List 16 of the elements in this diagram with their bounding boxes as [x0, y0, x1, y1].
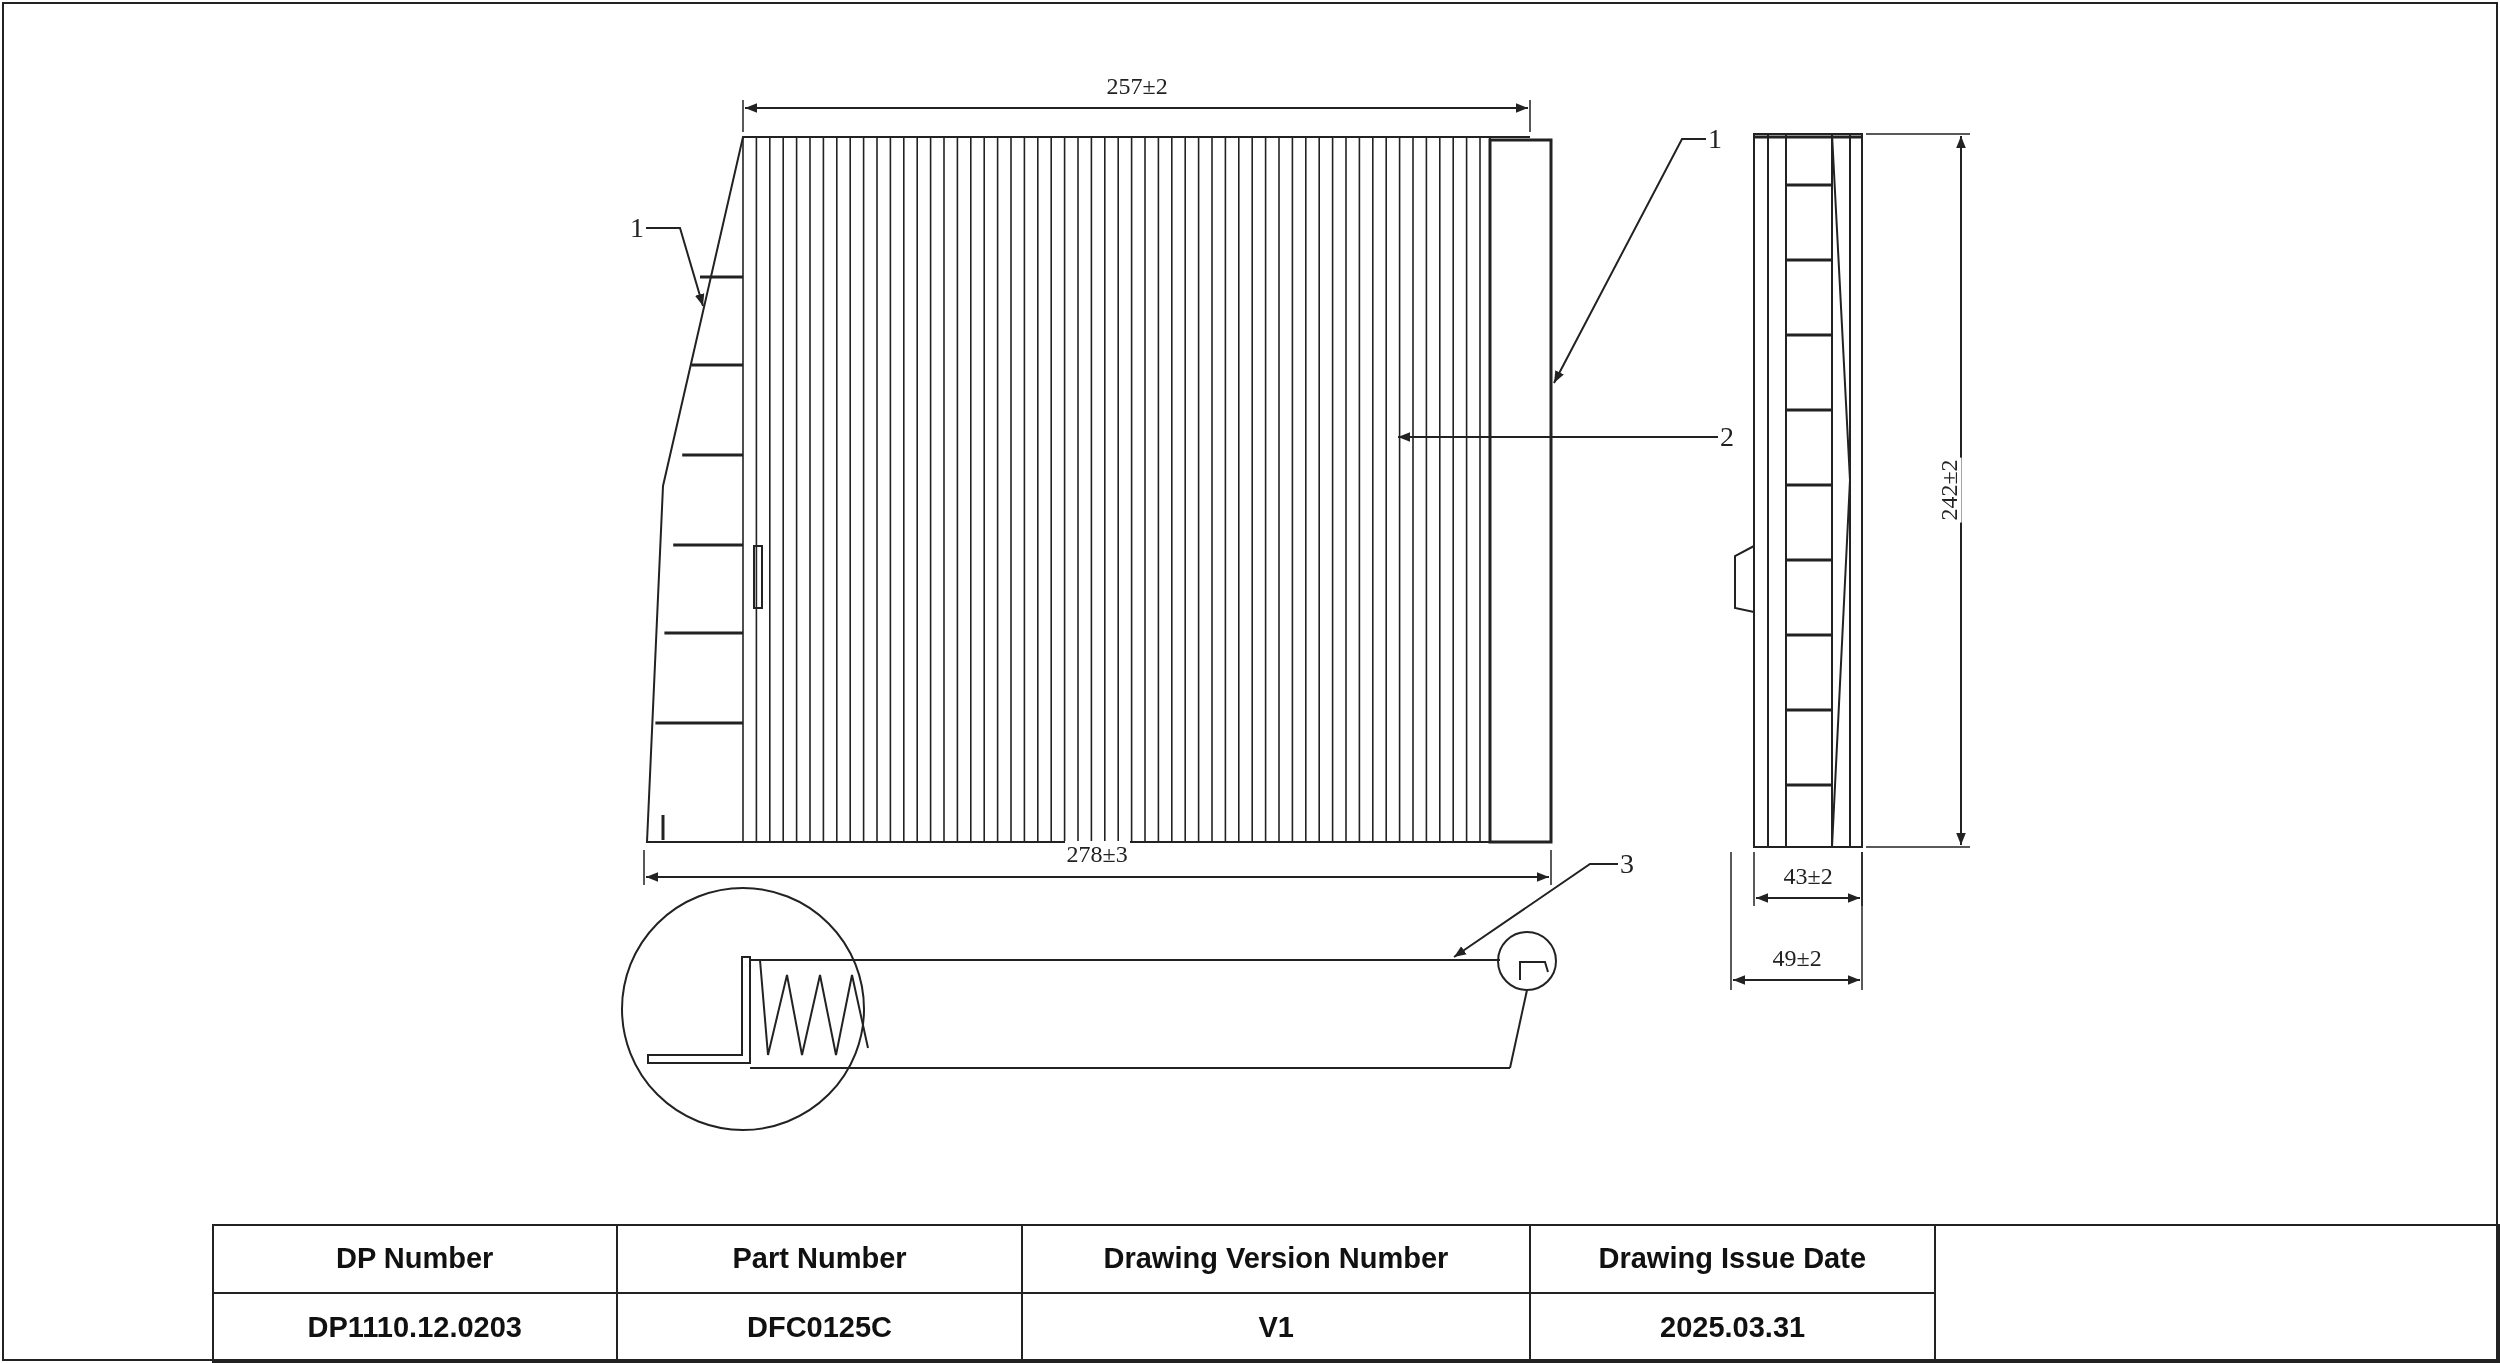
leader-line	[1397, 432, 1719, 442]
callout-number: 3	[1620, 849, 1634, 879]
leader-line	[645, 227, 705, 307]
callout-number: 1	[1708, 124, 1722, 154]
table-header: DP Number	[336, 1242, 494, 1275]
callout-number: 2	[1720, 422, 1734, 452]
leader-line	[1453, 863, 1619, 958]
table-value: V1	[1258, 1310, 1294, 1344]
table-value: DFC0125C	[747, 1310, 893, 1344]
table-header: Drawing Version Number	[1103, 1242, 1449, 1275]
table-value: DP1110.12.0203	[307, 1310, 522, 1344]
callout-number: 1	[630, 213, 644, 243]
table-header: Drawing Issue Date	[1598, 1242, 1867, 1275]
table-header: Part Number	[732, 1242, 907, 1275]
leader-line	[1553, 138, 1707, 384]
table-value: 2025.03.31	[1660, 1310, 1806, 1344]
